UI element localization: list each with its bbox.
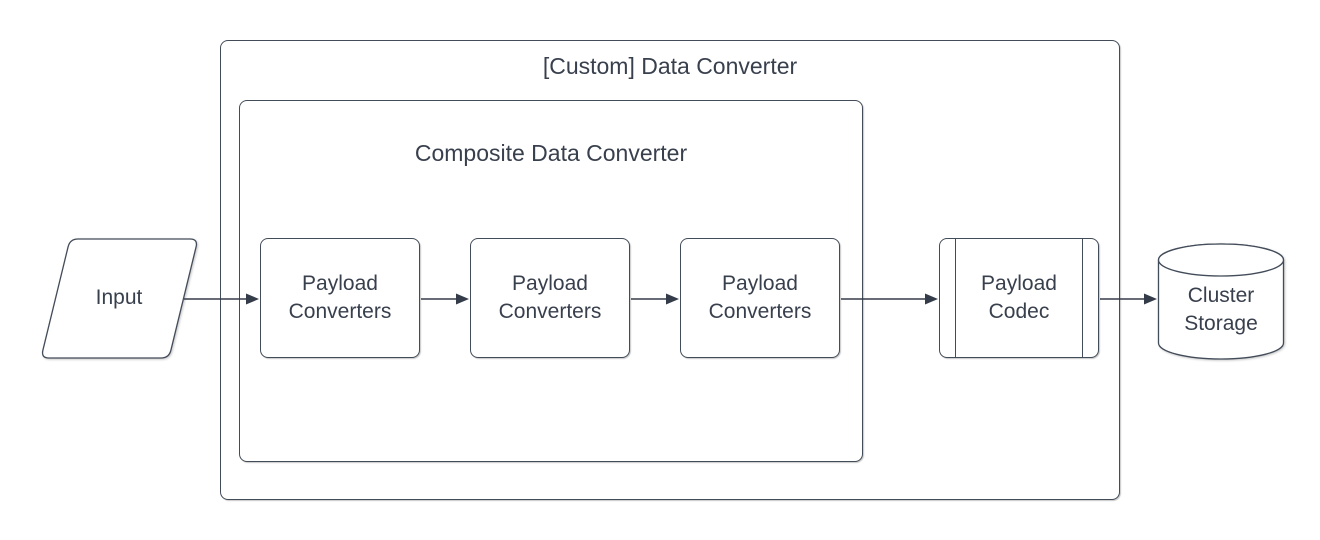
- payload-codec-left-bar: [955, 239, 956, 357]
- edge-input-to-payload-converters-1: [184, 293, 259, 305]
- node-payload-converters-1: Payload Converters: [260, 238, 420, 358]
- node-payload-converters-2: Payload Converters: [470, 238, 630, 358]
- edge-payload-converters-3-to-payload-codec: [841, 293, 938, 305]
- edge-payload-converters-2-to-3: [631, 293, 679, 305]
- input-parallelogram-shape: [41, 238, 198, 359]
- payload-codec-label: Payload Codec: [981, 272, 1057, 323]
- payload-codec-right-bar: [1082, 239, 1083, 357]
- payload-converters-2-label: Payload Converters: [498, 272, 602, 323]
- custom-data-converter-title: [Custom] Data Converter: [542, 53, 798, 79]
- cluster-storage-label: Cluster Storage: [1184, 284, 1258, 335]
- payload-converters-3-label: Payload Converters: [708, 272, 812, 323]
- node-payload-codec: Payload Codec: [939, 238, 1099, 358]
- input-label: Input: [95, 286, 143, 309]
- edge-payload-converters-1-to-2: [421, 293, 469, 305]
- node-payload-converters-3: Payload Converters: [680, 238, 840, 358]
- payload-converters-1-label: Payload Converters: [288, 272, 392, 323]
- composite-data-converter-title: Composite Data Converter: [414, 140, 688, 166]
- edge-payload-codec-to-cluster-storage: [1100, 293, 1157, 305]
- cluster-storage-cylinder-top: [1157, 243, 1285, 277]
